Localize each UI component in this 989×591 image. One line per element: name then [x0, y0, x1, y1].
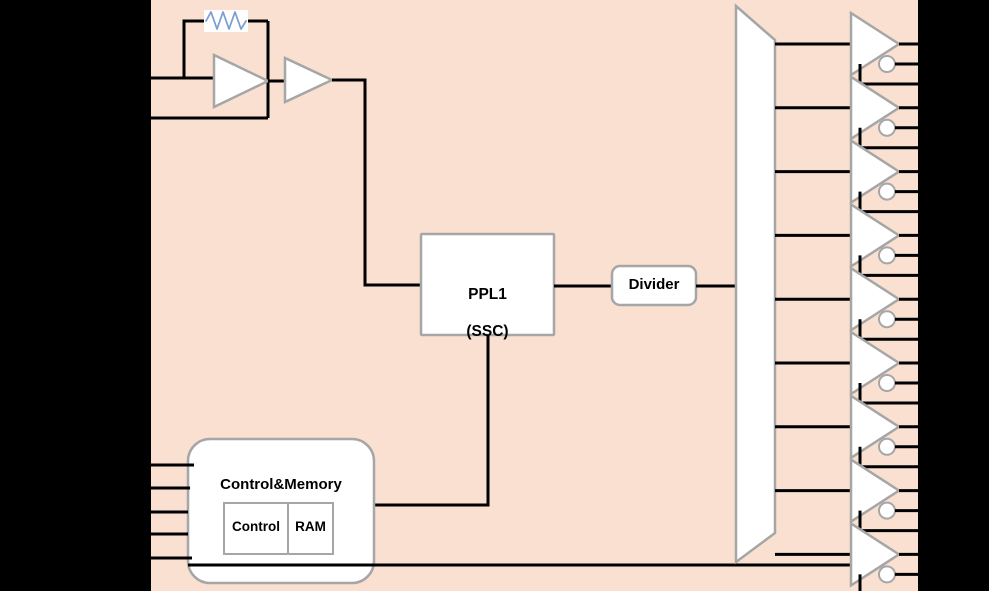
control-subblock[interactable] — [223, 502, 289, 555]
fanout-trapezoid-icon[interactable] — [734, 3, 777, 565]
output-buffer-7-icon[interactable] — [849, 393, 902, 461]
output-buffer-4-icon[interactable] — [849, 202, 902, 269]
output-buffer-9-icon[interactable] — [849, 521, 902, 588]
wire-output-9-return — [858, 574, 862, 591]
output-buffer-2-bubble-icon — [878, 118, 896, 137]
output-buffer-1-icon[interactable] — [849, 10, 902, 78]
wire-buffer2-to-pll — [332, 78, 421, 287]
output-buffer-6-bubble-icon — [878, 374, 896, 392]
output-buffer-4-bubble-icon — [878, 246, 896, 265]
output-buffer-8-icon[interactable] — [849, 457, 902, 524]
output-buffer-5-icon[interactable] — [849, 265, 902, 333]
output-buffer-5-bubble-icon — [878, 310, 896, 329]
output-buffer-group — [775, 10, 918, 591]
output-buffer-6-icon[interactable] — [849, 329, 902, 397]
pll-block[interactable] — [419, 232, 556, 337]
oscillator-buffer-icon — [283, 56, 335, 104]
wire-control-to-pll — [374, 335, 490, 507]
divider-block[interactable] — [610, 264, 698, 307]
output-buffer-3-bubble-icon — [878, 182, 896, 201]
resistor-zigzag-icon — [205, 11, 247, 30]
output-buffer-1-bubble-icon — [878, 55, 896, 73]
output-buffer-2-icon[interactable] — [849, 74, 902, 142]
oscillator-amplifier-icon — [212, 53, 271, 109]
output-buffer-7-bubble-icon — [878, 437, 896, 456]
output-buffer-3-icon[interactable] — [849, 138, 902, 205]
output-buffer-9-bubble-icon — [878, 565, 896, 584]
output-buffer-8-bubble-icon — [878, 501, 896, 520]
ram-subblock[interactable] — [287, 502, 334, 555]
